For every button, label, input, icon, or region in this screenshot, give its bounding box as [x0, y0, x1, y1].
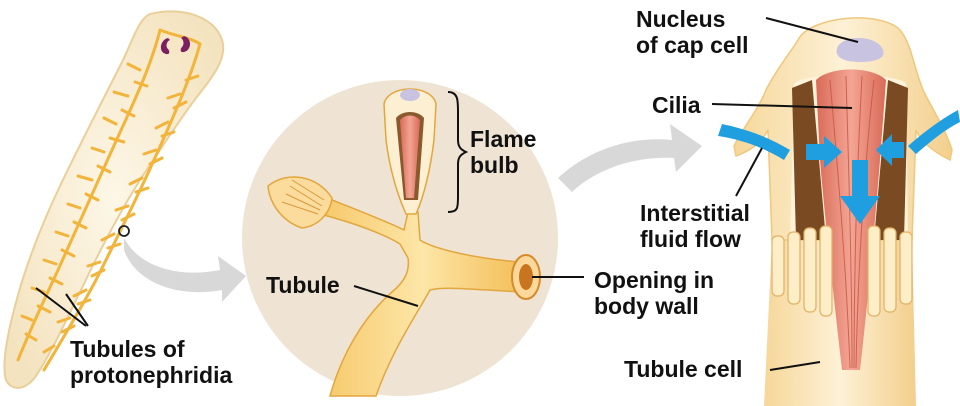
cap-cell-nucleus — [836, 37, 884, 62]
tubule — [319, 194, 525, 397]
flow-arrow-in-left — [806, 136, 842, 168]
flow-arrow-in-right — [876, 134, 904, 166]
zoom-arrow-2 — [558, 124, 702, 192]
flow-arrow-down — [840, 160, 880, 224]
leader-tubule-cell — [769, 361, 821, 371]
flatworm-tubule-network — [16, 28, 202, 372]
label-tubules-of-protonephridia: Tubules of protonephridia — [70, 336, 233, 388]
label-tubule-cell: Tubule cell — [624, 356, 743, 382]
leader-tubules-1 — [35, 287, 87, 327]
flame-bulb-small — [383, 88, 437, 215]
label-cilia: Cilia — [652, 92, 701, 118]
magnified-tubule-view — [242, 80, 558, 397]
leader-interstitial — [735, 147, 763, 197]
label-interstitial-fluid-flow: Interstitial fluid flow — [640, 200, 750, 252]
tubule-rods — [771, 225, 913, 317]
flame-bulb-bracket — [447, 91, 469, 213]
label-opening-in-body-wall: Opening in body wall — [594, 267, 715, 319]
magnified-spot-marker — [118, 225, 130, 237]
label-nucleus-of-cap-cell: Nucleus of cap cell — [636, 6, 749, 58]
outer-flow-arrow-right — [908, 110, 960, 154]
interstitial-flow-arrows — [718, 110, 960, 224]
label-tubule: Tubule — [266, 272, 340, 298]
leader-tubules-2 — [65, 293, 89, 327]
leader-nucleus — [765, 17, 859, 43]
flared-tubule-end — [267, 176, 333, 229]
label-flame-bulb: Flame bulb — [470, 126, 537, 178]
flame-bulb-detail — [718, 17, 960, 406]
flatworm-body — [3, 10, 225, 389]
flatworm — [3, 10, 225, 389]
outer-flow-arrow-left — [718, 124, 790, 160]
leader-cilia — [711, 103, 853, 109]
leader-lines — [35, 17, 859, 371]
leader-tubule — [353, 285, 419, 307]
zoom-arrow-1 — [124, 238, 246, 302]
eyespots — [160, 36, 190, 55]
